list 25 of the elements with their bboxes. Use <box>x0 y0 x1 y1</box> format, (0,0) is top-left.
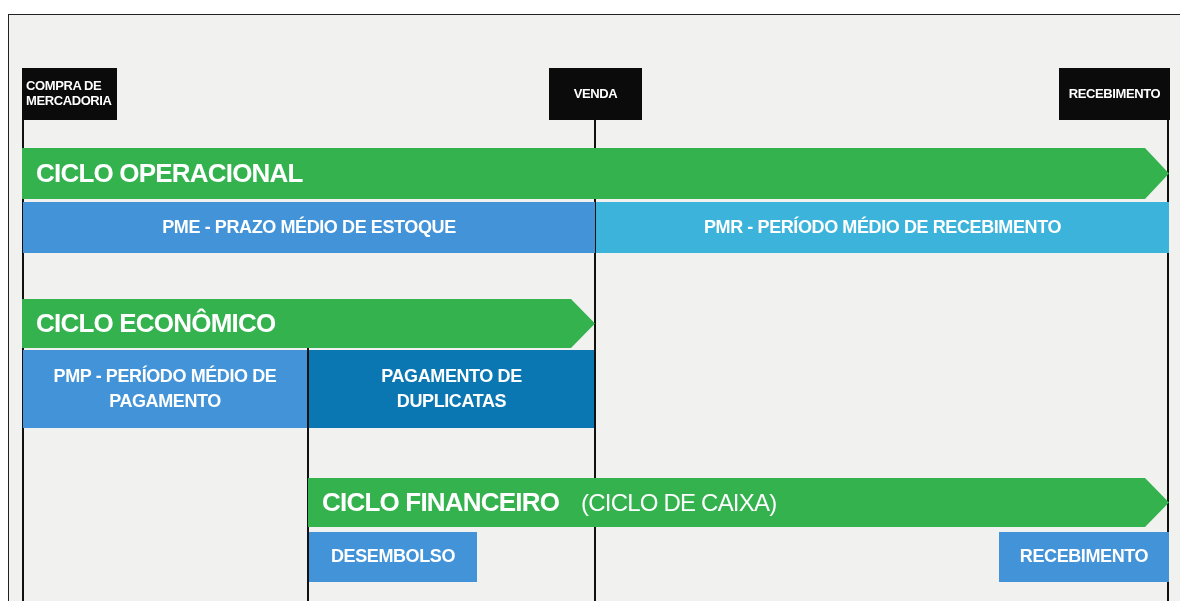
cycle-title: CICLO ECONÔMICO <box>36 308 276 339</box>
label-text: VENDA <box>573 86 618 102</box>
period-bar <box>999 532 1169 582</box>
period-bar <box>23 202 595 253</box>
cycle-title: CICLO OPERACIONAL <box>36 158 303 189</box>
cycle-arrow-band <box>22 299 595 348</box>
milestone-label <box>1059 68 1170 120</box>
cycle-arrow-band <box>22 148 1169 199</box>
label-text: PAGAMENTO DE DUPLICATAS <box>380 364 523 413</box>
cycle-arrow-band <box>308 478 1169 527</box>
label-text: COMPRA DE MERCADORIA <box>26 79 113 109</box>
period-bar <box>596 202 1169 253</box>
label-text: PME - PRAZO MÉDIO DE ESTOQUE <box>162 215 456 239</box>
label-text: RECEBIMENTO <box>1068 86 1161 102</box>
period-bar <box>309 350 594 428</box>
milestone-label <box>22 68 117 120</box>
cycle-title: CICLO FINANCEIRO <box>322 487 560 518</box>
label-text: RECEBIMENTO <box>1019 545 1149 569</box>
label-text: DESEMBOLSO <box>331 545 455 569</box>
period-bar <box>23 350 307 428</box>
cycle-subtitle: (CICLO DE CAIXA) <box>581 488 777 517</box>
label-text: PMR - PERÍODO MÉDIO DE RECEBIMENTO <box>703 215 1062 239</box>
label-text: PMP - PERÍODO MÉDIO DE PAGAMENTO <box>53 364 277 413</box>
milestone-label <box>549 68 642 120</box>
period-bar <box>309 532 477 582</box>
